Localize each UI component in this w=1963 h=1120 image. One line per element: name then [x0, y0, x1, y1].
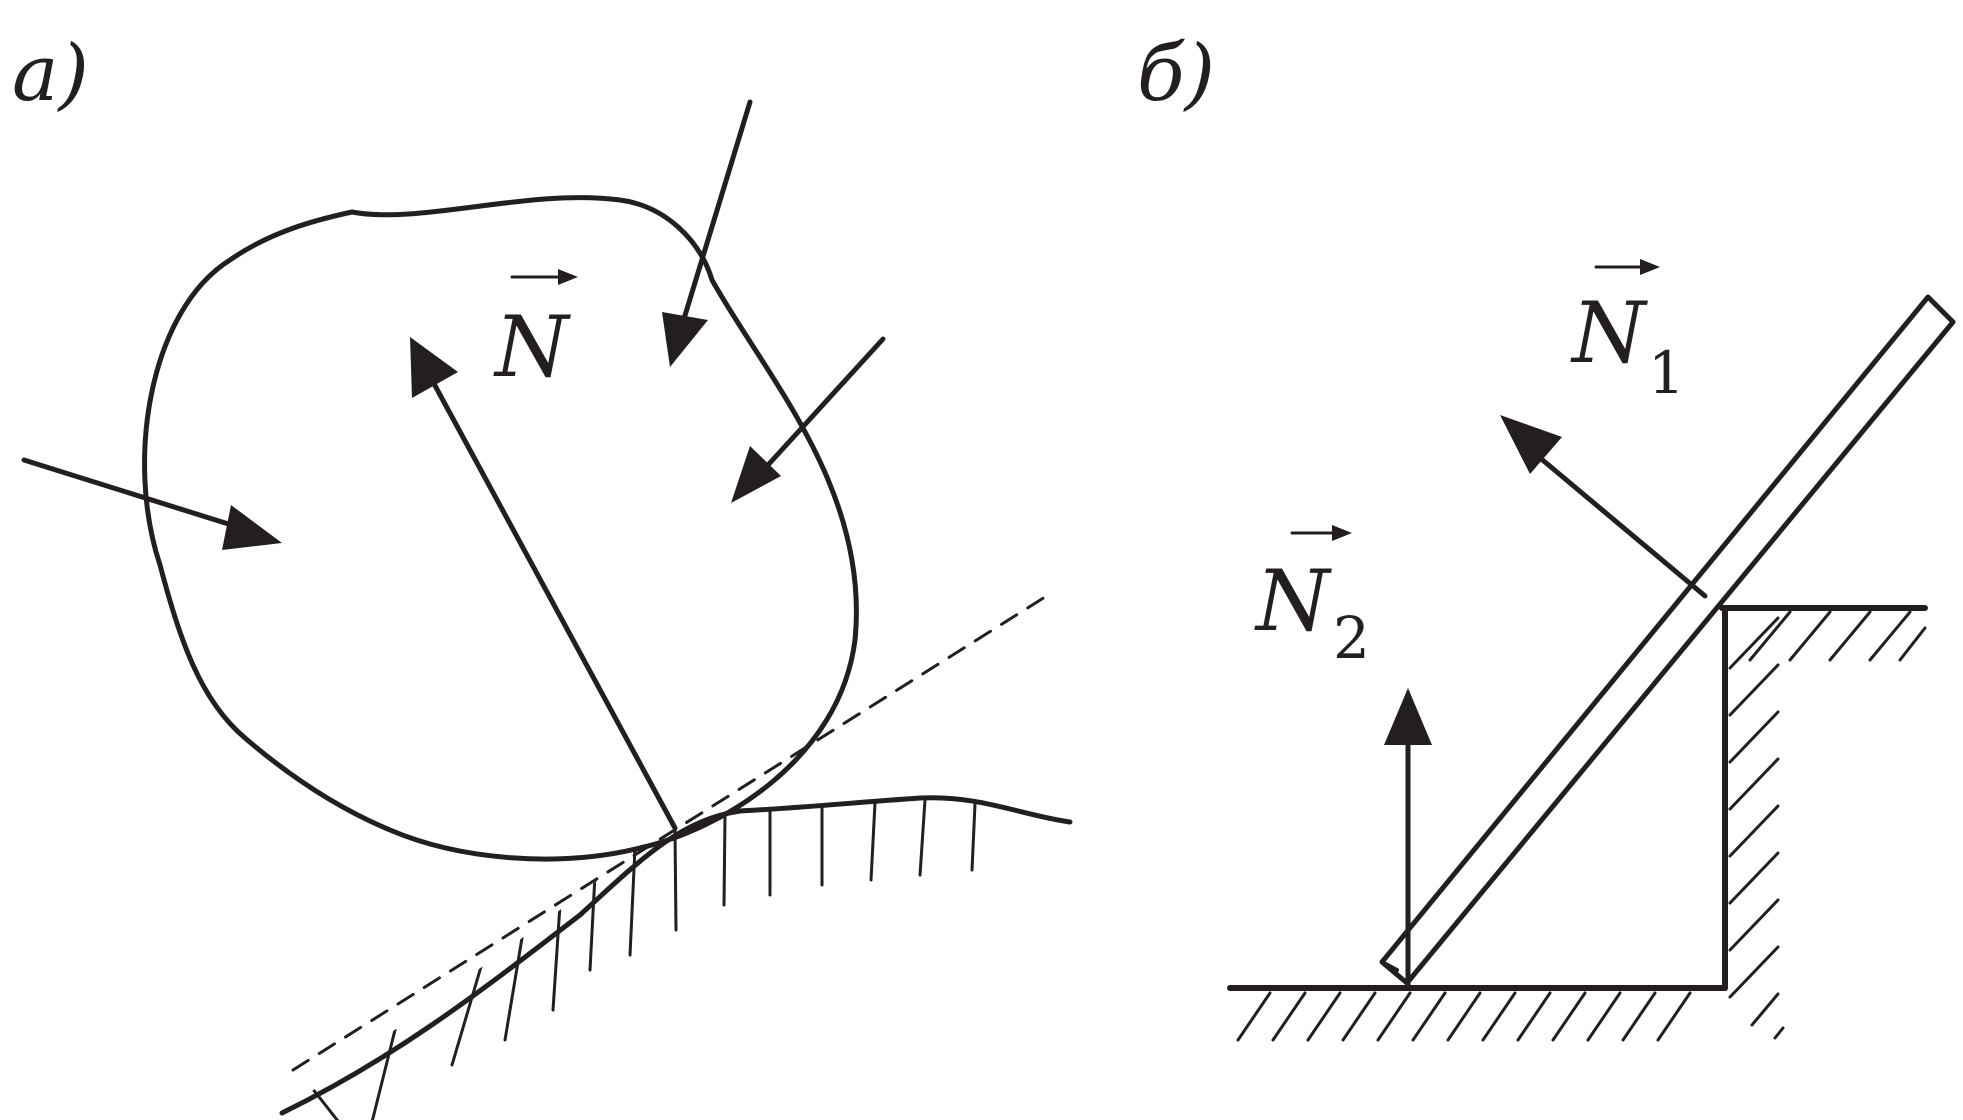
- vector-arrow-icon: [1290, 525, 1352, 541]
- inclined-rod: [1379, 294, 1956, 986]
- normal-force-2-subscript: 2: [1333, 604, 1370, 672]
- ground-surface: [279, 795, 1073, 1116]
- normal-force-arrow: [410, 337, 678, 831]
- floor-hatching: [1236, 991, 1692, 1042]
- normal-force-1-subscript: 1: [1648, 339, 1685, 407]
- force-arrow-right: [731, 336, 886, 503]
- normal-force-2-arrow: [1384, 688, 1432, 988]
- wall-hatching: [1728, 616, 1785, 1040]
- normal-force-2-letter: N: [1254, 552, 1332, 650]
- body-outline: [142, 195, 859, 862]
- normal-force-letter: N: [493, 298, 571, 396]
- normal-force-2-label: N 2: [1254, 525, 1370, 672]
- normal-force-1-label: N 1: [1570, 259, 1685, 407]
- vector-arrow-icon: [510, 269, 578, 285]
- ground-hatching: [288, 798, 977, 1120]
- force-arrow-left: [21, 457, 282, 550]
- normal-force-label: N: [493, 269, 578, 396]
- tangent-line: [291, 595, 1047, 1072]
- panel-b: б): [1137, 29, 1956, 1042]
- panel-b-label: б): [1137, 29, 1215, 119]
- normal-force-1-letter: N: [1570, 284, 1648, 382]
- vector-arrow-icon: [1594, 259, 1660, 275]
- ledge-hatching: [1748, 610, 1927, 662]
- normal-force-1-arrow: [1500, 415, 1708, 599]
- panel-a-label: a): [12, 29, 89, 119]
- panel-a: a): [12, 29, 1073, 1120]
- force-arrow-top: [662, 99, 753, 367]
